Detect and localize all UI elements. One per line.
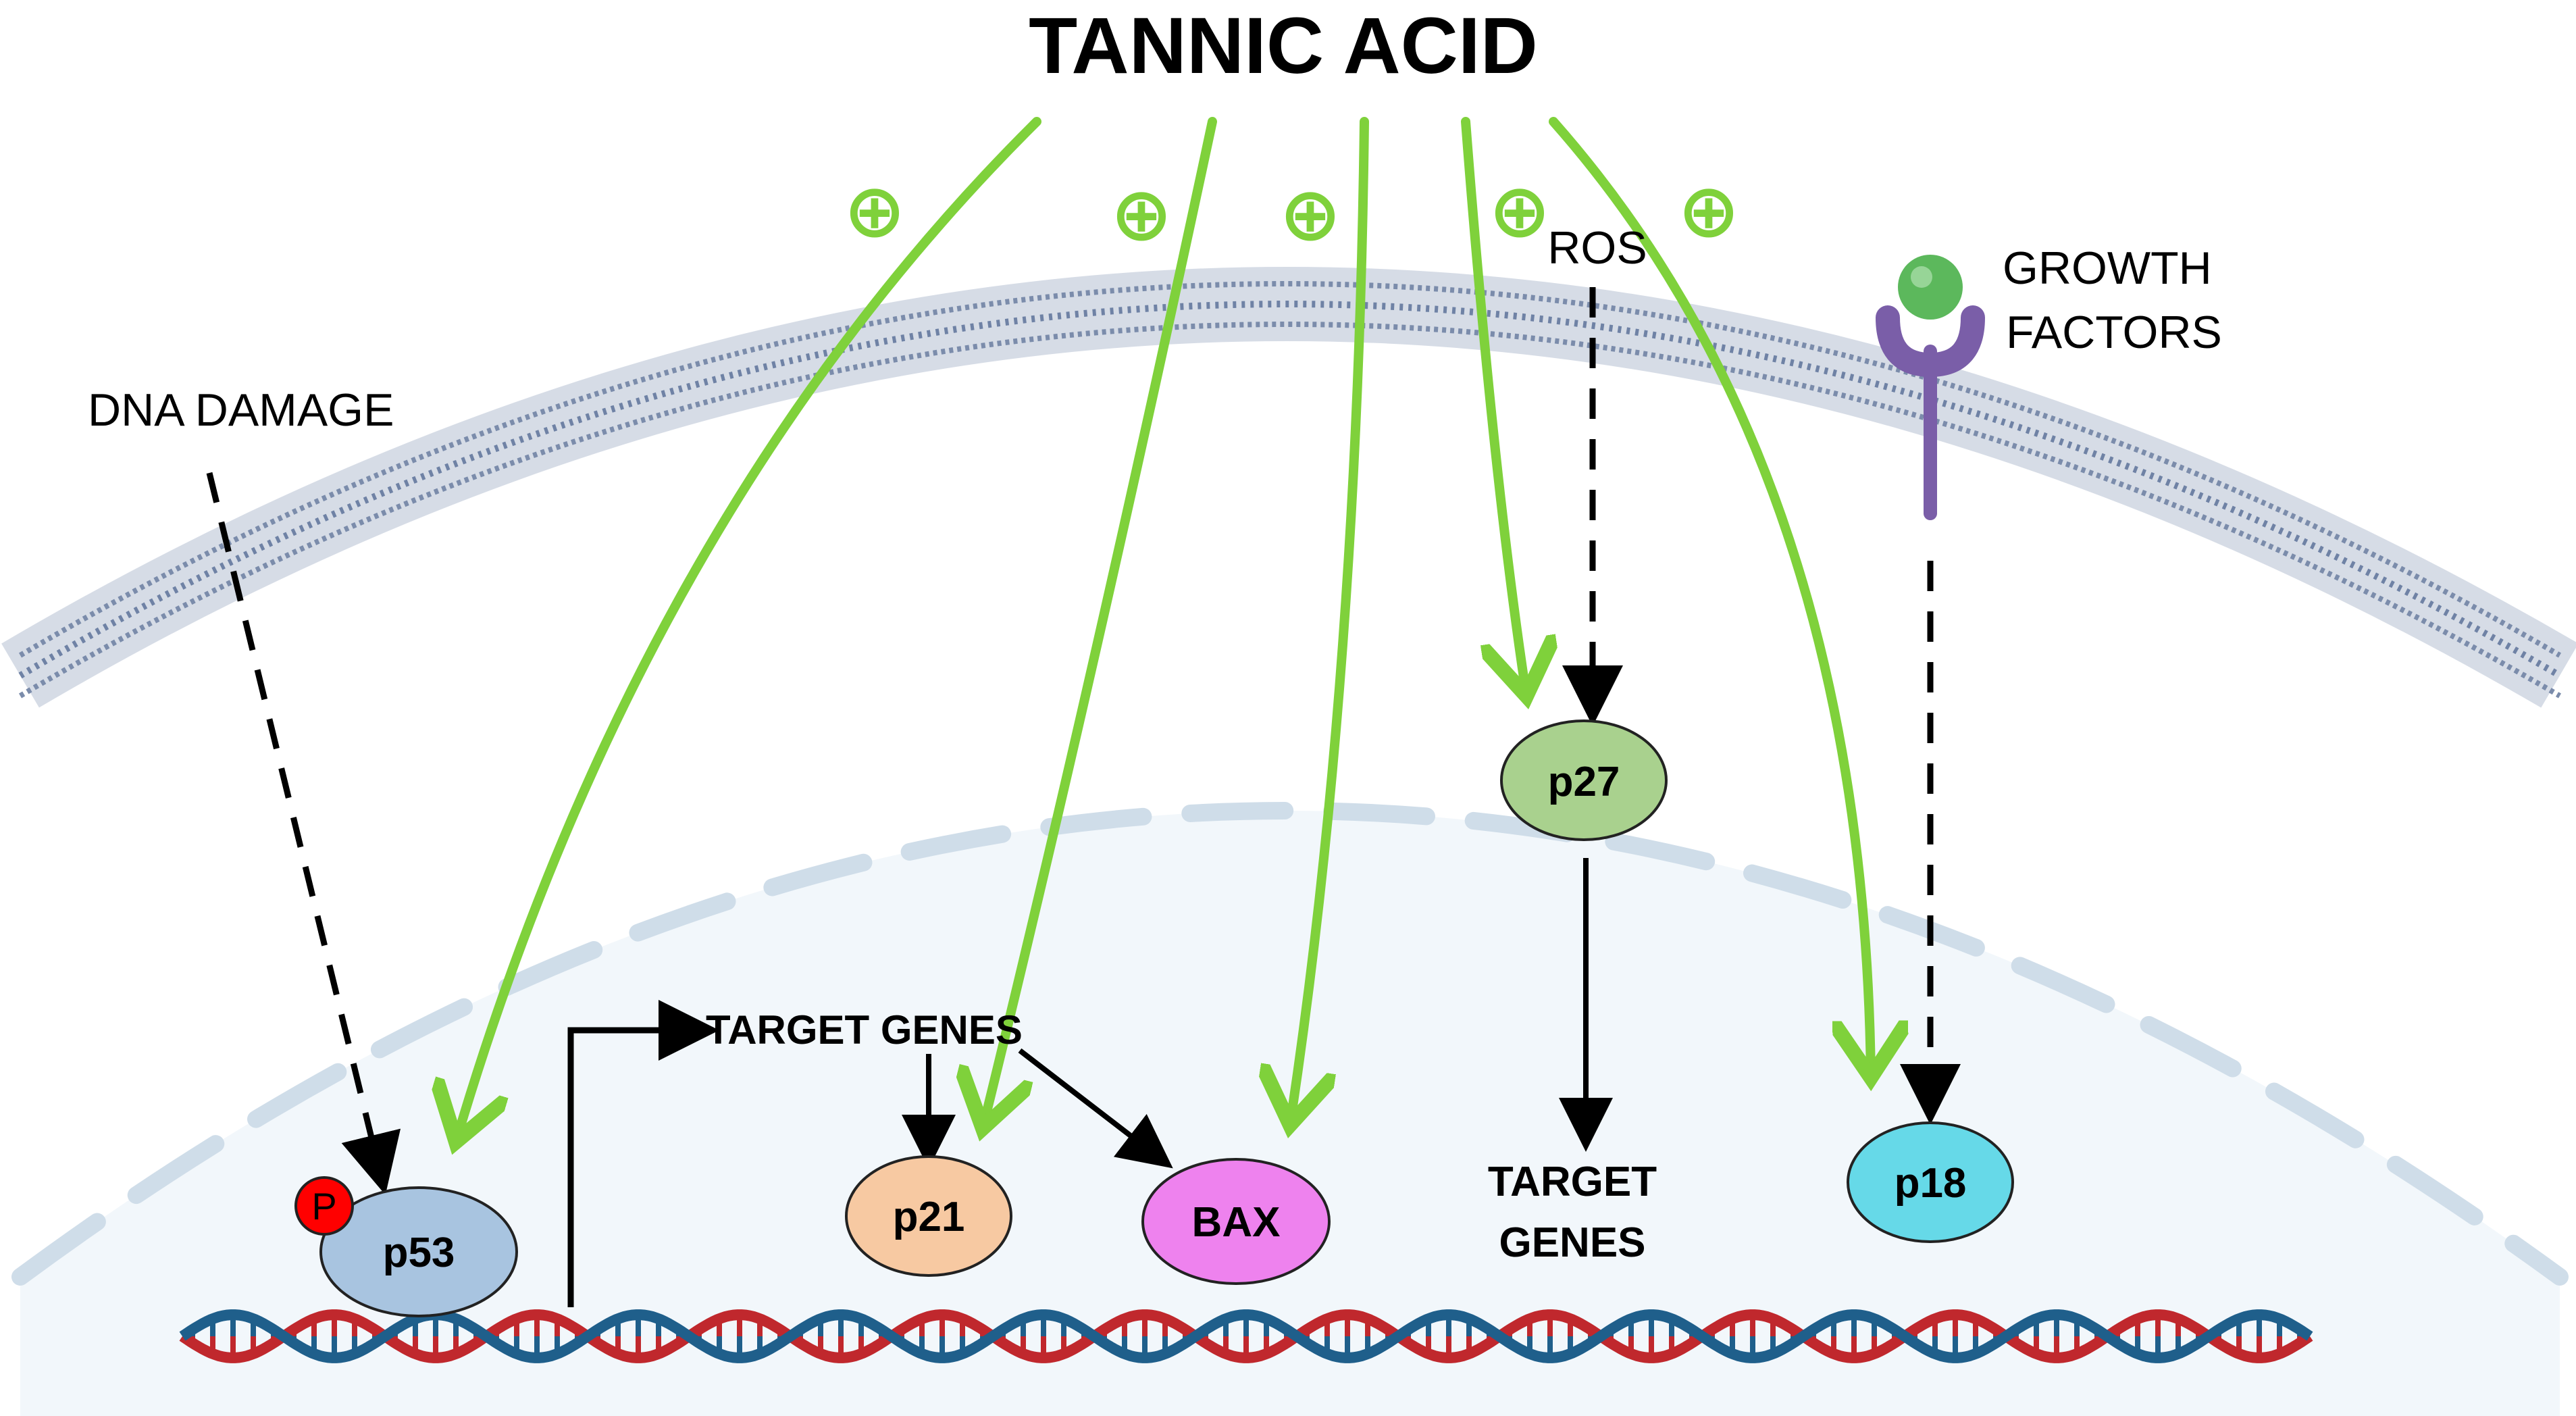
growth-factors-label-line2: FACTORS	[2006, 307, 2222, 358]
plus-icon: ⊕	[844, 170, 906, 253]
transcription-arrow	[567, 1000, 719, 1307]
p18-label: p18	[1895, 1160, 1967, 1207]
ligand-icon	[1898, 255, 1963, 320]
plus-icon: ⊕	[1279, 173, 1341, 256]
arrow-to-p27	[1461, 117, 1526, 696]
bax-node: BAX	[1141, 1158, 1331, 1285]
dna-helix	[179, 1309, 2313, 1363]
phospho-badge	[294, 1176, 354, 1236]
p27-label: p27	[1548, 759, 1620, 805]
bax-label: BAX	[1192, 1199, 1281, 1246]
growth-factor-receptor	[1876, 255, 1985, 520]
ros-label: ROS	[1547, 222, 1647, 274]
target-genes-left-label: TARGET GENES	[706, 1007, 1023, 1053]
arrow-to-p18	[1549, 117, 1871, 1078]
p21-label: p21	[893, 1194, 965, 1240]
p53-label: p53	[383, 1230, 455, 1276]
plus-icon: ⊕	[1110, 173, 1173, 256]
growth-factors-label-line1: GROWTH	[2003, 243, 2212, 294]
target-genes-right-line1: TARGET	[1488, 1159, 1657, 1205]
target-to-bax-arrow	[1018, 1048, 1173, 1169]
cell-membrane	[1, 267, 2576, 708]
p53-node: p53 P	[294, 1176, 518, 1317]
dna-damage-arrow	[206, 472, 401, 1195]
p21-node: p21	[845, 1155, 1012, 1277]
arrow-to-p21	[983, 117, 1217, 1128]
dna-strand-blue	[179, 1309, 2313, 1363]
plus-icon: ⊕	[1678, 170, 1740, 253]
p18-node: p18	[1847, 1121, 2014, 1243]
dna-strand-red	[179, 1309, 2313, 1363]
arrow-to-bax	[1290, 117, 1369, 1125]
p27-node: p27	[1500, 719, 1668, 841]
phospho-label: P	[311, 1185, 336, 1228]
tannic-acid-arrows	[456, 117, 1871, 1142]
plus-symbols: ⊕ ⊕ ⊕ ⊕ ⊕	[844, 170, 1740, 256]
dna-damage-label: DNA DAMAGE	[88, 384, 394, 436]
title: TANNIC ACID	[1029, 1, 1538, 91]
target-genes-right-line2: GENES	[1499, 1219, 1645, 1266]
arrow-to-p53	[456, 117, 1041, 1142]
plus-icon: ⊕	[1489, 170, 1551, 253]
